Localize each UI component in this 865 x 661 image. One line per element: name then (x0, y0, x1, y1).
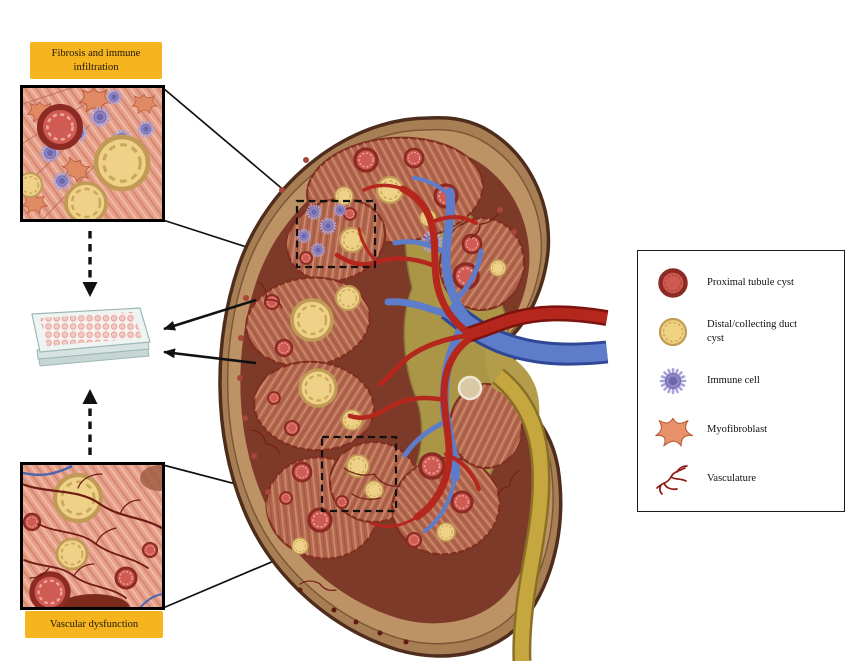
renal-vein (384, 176, 609, 533)
myofibroblast-icon (652, 409, 694, 451)
up-dashed-arrow (82, 389, 98, 455)
distal-collecting-duct-cyst-icon (652, 311, 694, 353)
legend-row: Distal/collecting duct cyst (652, 311, 836, 353)
kidney-to-plate-arrows (163, 298, 257, 365)
legend-label: Distal/collecting duct cyst (707, 319, 798, 344)
legend-row: Myofibroblast (652, 409, 836, 451)
fibrosis-callout-label: Fibrosis and immune infiltration (30, 42, 162, 79)
cortex-dots (237, 157, 517, 645)
legend-row: Vasculature (652, 458, 836, 500)
legend-label: Proximal tubule cyst (707, 277, 794, 289)
vascular-inset (20, 462, 165, 610)
kidney-illustration (218, 115, 609, 661)
cortex-vessel-twigs (251, 213, 521, 592)
legend-row: Proximal tubule cyst (652, 262, 836, 304)
vasculature-icon (652, 458, 694, 500)
vascular-callout-text: Vascular dysfunction (49, 618, 139, 630)
vascular-callout-label: Vascular dysfunction (25, 611, 163, 638)
renal-artery (334, 183, 609, 528)
legend-label: Myofibroblast (707, 424, 768, 436)
legend-label: Vasculature (707, 473, 756, 485)
immune-cell-icon (652, 360, 694, 402)
zoom-region-upper (295, 199, 377, 269)
proximal-tubule-cyst-icon (652, 262, 694, 304)
legend-label: Immune cell (707, 375, 760, 387)
fibrosis-inset (20, 85, 165, 222)
ureter (491, 368, 551, 661)
well-plate (31, 307, 151, 367)
down-dashed-arrow (82, 231, 98, 297)
legend-row: Immune cell (652, 360, 836, 402)
legend-panel: Proximal tubule cyst Distal/collecting d… (637, 250, 845, 512)
pale-cyst (457, 375, 483, 401)
fibrosis-callout-text: Fibrosis and immune infiltration (51, 47, 141, 73)
zoom-region-lower (320, 435, 398, 513)
